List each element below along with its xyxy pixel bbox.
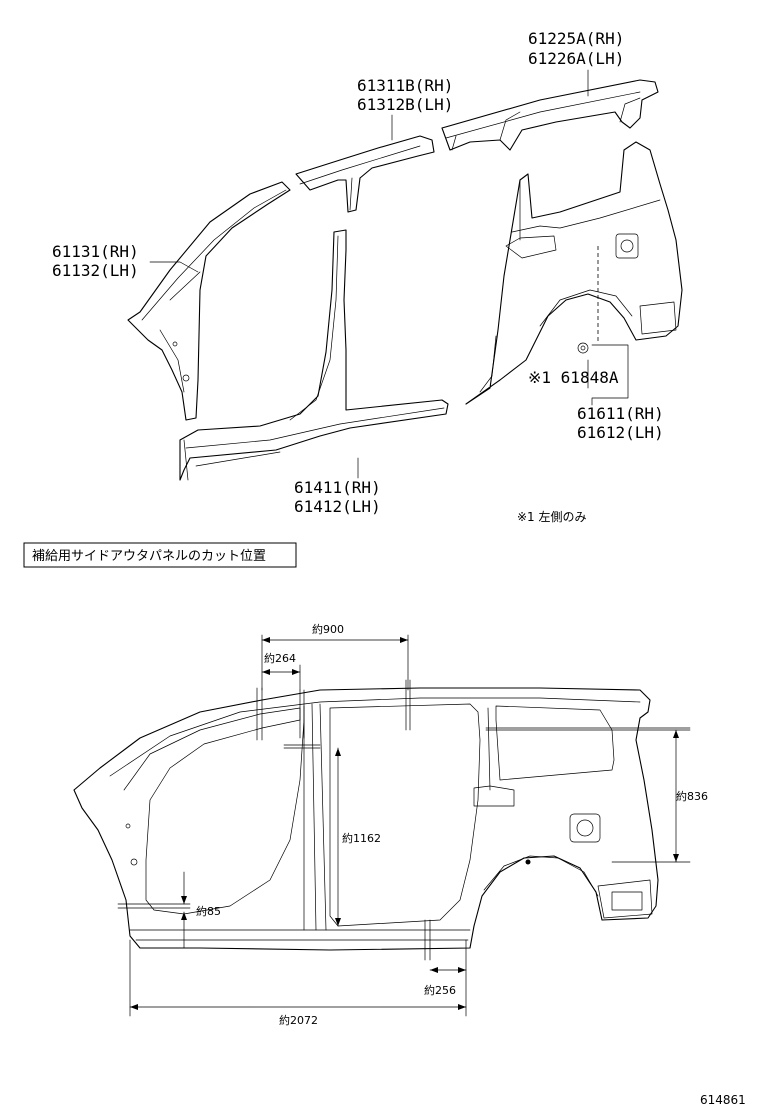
figure-id: 614861	[700, 1093, 746, 1107]
rocker-b-pillar-part	[179, 229, 449, 481]
part-label-61226A: 61226A(LH)	[528, 49, 624, 68]
leader-front-pillar	[149, 261, 199, 273]
cut-line-roof-b	[299, 689, 305, 739]
cut-lines	[117, 679, 691, 961]
section-title-box	[23, 542, 297, 568]
cut-line-quarter-top	[485, 727, 691, 731]
dimensions: 約900 約264 約1162 約85 約836 約256 約2072	[129, 622, 708, 1027]
part-label-61131: 61131(RH)	[52, 242, 139, 261]
roof-rail-center-part	[295, 135, 435, 213]
assembled-side-panel	[73, 687, 659, 951]
section-title: 補給用サイドアウタパネルのカット位置	[32, 549, 266, 564]
dim-900: 約900	[312, 622, 344, 636]
exploded-view: 61225A(RH) 61226A(LH) 61311B(RH) 61312B(…	[52, 29, 683, 524]
roof-rail-rear-part	[441, 79, 659, 151]
part-label-61312B: 61312B(LH)	[357, 95, 453, 114]
part-label-61612: 61612(LH)	[577, 423, 664, 442]
part-label-61311B: 61311B(RH)	[357, 76, 453, 95]
leader-quarter-panel	[591, 344, 629, 406]
part-label-61848A: ※1 61848A	[528, 368, 619, 387]
dim-836: 約836	[676, 789, 708, 803]
dim-2072: 約2072	[279, 1013, 318, 1027]
front-pillar-part	[127, 181, 291, 421]
part-label-61132: 61132(LH)	[52, 261, 139, 280]
footnote-left-side-only: ※1 左側のみ	[517, 509, 587, 524]
dim-85: 約85	[196, 904, 221, 918]
part-label-61412: 61412(LH)	[294, 497, 381, 516]
cut-line-roof-rear	[405, 679, 411, 731]
part-label-61611: 61611(RH)	[577, 404, 664, 423]
cut-line-b-pillar	[283, 744, 321, 749]
dim-1162: 約1162	[342, 831, 381, 845]
cut-line-roof-front	[256, 687, 263, 741]
cut-line-a-pillar-low	[117, 903, 191, 909]
cut-line-rocker-rear	[424, 919, 431, 961]
quarter-panel-part	[465, 141, 683, 405]
dim-264: 約264	[264, 651, 296, 665]
part-label-61225A: 61225A(RH)	[528, 29, 624, 48]
dim-256: 約256	[424, 983, 456, 997]
part-label-61411: 61411(RH)	[294, 478, 381, 497]
